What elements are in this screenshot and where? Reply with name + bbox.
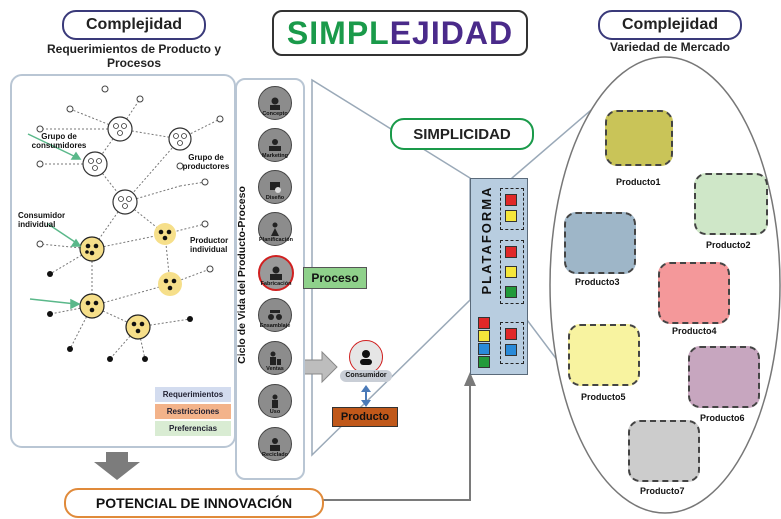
stage-ventas-label: Ventas — [266, 366, 284, 372]
stage-marketing-label: Marketing — [262, 153, 288, 159]
consumidor-node: Consumidor — [340, 340, 392, 386]
stage-fabricacion: Fabricación — [258, 255, 294, 291]
legend-restricciones: Restricciones — [155, 404, 231, 419]
plat-g1-red — [505, 194, 517, 206]
right-title-box: Complejidad — [598, 10, 742, 40]
ventas-arrow — [302, 350, 338, 384]
product-5 — [568, 324, 640, 386]
product-7-label: Producto7 — [640, 486, 685, 496]
stage-ensamblaje-label: Ensamblaje — [259, 323, 291, 329]
stage-planificacion-icon: Planificación — [258, 212, 293, 246]
simplicidad-label: SIMPLICIDAD — [413, 125, 511, 143]
left-subtitle-line2: Procesos — [106, 56, 162, 70]
stage-fabricacion-label: Fabricación — [260, 281, 292, 287]
plat-sq-green-1 — [478, 356, 490, 368]
plat-sq-yellow-1 — [478, 330, 490, 342]
product-2-label: Producto2 — [706, 240, 751, 250]
label-productor-individual: Productor individual — [190, 236, 229, 254]
network-graph — [27, 85, 224, 362]
stage-diseno: Diseño — [258, 170, 292, 204]
stage-marketing: Marketing — [258, 128, 292, 162]
stage-fabricacion-icon: Fabricación — [258, 255, 294, 291]
producto-box: Producto — [332, 407, 398, 427]
stage-uso-icon: Uso — [258, 384, 292, 418]
innovation-arrow-line — [322, 382, 471, 501]
left-subtitle: Requerimientos de Producto y Procesos — [10, 42, 258, 70]
plat-g2-yellow — [505, 266, 517, 278]
legend-requerimientos: Requerimientos — [155, 387, 231, 402]
stage-concepto-icon: Concepto — [258, 86, 292, 120]
right-title: Complejidad — [621, 16, 718, 33]
label-grupo-productores: Grupo de productores — [182, 153, 230, 171]
product-3-label: Producto3 — [575, 277, 620, 287]
product-4-label: Producto4 — [672, 326, 717, 336]
plat-group-3 — [500, 322, 524, 364]
plat-g2-red — [505, 246, 517, 258]
consumidor-avatar — [349, 340, 383, 374]
right-subtitle: Variedad de Mercado — [609, 40, 731, 54]
left-title-box: Complejidad — [62, 10, 206, 40]
innovacion-label: POTENCIAL DE INNOVACIÓN — [95, 495, 293, 511]
stage-planificacion: Planificación — [258, 212, 293, 246]
plat-group-2 — [500, 240, 524, 304]
plataforma-label: PLATAFORMA — [479, 185, 494, 295]
left-subtitle-line1: Requerimientos de Producto y — [46, 42, 222, 56]
left-title: Complejidad — [85, 16, 182, 33]
simplicidad-box: SIMPLICIDAD — [390, 118, 534, 150]
stage-concepto-label: Concepto — [262, 111, 288, 117]
stage-marketing-icon: Marketing — [258, 128, 292, 162]
stage-reciclado-label: Reciclado — [262, 452, 288, 458]
product-5-label: Producto5 — [581, 392, 626, 402]
plat-g3-red — [505, 328, 517, 340]
product-6 — [688, 346, 760, 408]
label-grupo-consumidores: Grupo de consumidores — [31, 132, 87, 150]
stage-ensamblaje: Ensamblaje — [258, 298, 292, 332]
plataforma-box — [470, 178, 528, 375]
plat-sq-blue-1 — [478, 343, 490, 355]
down-arrow — [94, 452, 140, 480]
stage-reciclado: Reciclado — [258, 427, 292, 461]
innovacion-box: POTENCIAL DE INNOVACIÓN — [64, 488, 324, 518]
label-consumidor-individual: Consumidor individual — [18, 211, 66, 229]
lifecycle-vertical-title: Ciclo de Vida del Producto-Proceso — [236, 186, 248, 364]
innovation-arrow-head — [464, 372, 476, 386]
product-1 — [605, 110, 673, 166]
product-1-label: Producto1 — [616, 177, 661, 187]
product-6-label: Producto6 — [700, 413, 745, 423]
center-title-simpl: SIMPL — [286, 14, 390, 51]
stage-ventas-icon: Ventas — [258, 341, 292, 375]
consumidor-label: Consumidor — [340, 370, 392, 382]
product-4 — [658, 262, 730, 324]
plat-sq-red-1 — [478, 317, 490, 329]
stage-uso: Uso — [258, 384, 292, 418]
stage-planificacion-label: Planificación — [259, 237, 293, 243]
legend-preferencias: Preferencias — [155, 421, 231, 436]
stage-diseno-label: Diseño — [265, 195, 285, 201]
stage-diseno-icon: Diseño — [258, 170, 292, 204]
center-title-ejidad: EJIDAD — [389, 14, 514, 51]
stage-ventas: Ventas — [258, 341, 292, 375]
plat-g3-blue — [505, 344, 517, 356]
stage-reciclado-icon: Reciclado — [258, 427, 292, 461]
stage-concepto: Concepto — [258, 86, 292, 120]
product-2 — [694, 173, 768, 235]
product-7 — [628, 420, 700, 482]
plat-g1-yellow — [505, 210, 517, 222]
stage-uso-label: Uso — [269, 409, 281, 415]
plat-group-1 — [500, 188, 524, 230]
plat-g2-green — [505, 286, 517, 298]
proceso-box: Proceso — [303, 267, 367, 289]
person-icon — [360, 350, 372, 365]
stage-ensamblaje-icon: Ensamblaje — [258, 298, 292, 332]
product-3 — [564, 212, 636, 274]
